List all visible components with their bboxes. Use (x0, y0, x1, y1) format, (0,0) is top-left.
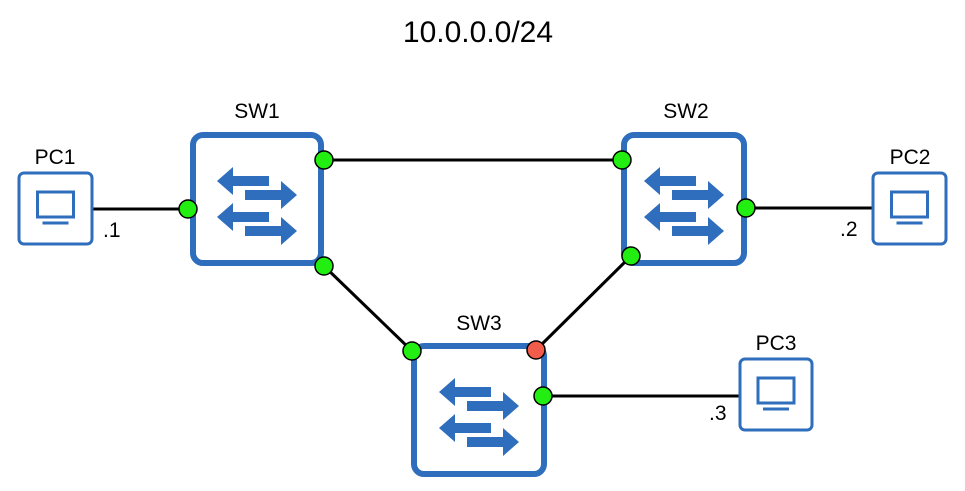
port-sw1-to-sw2[interactable] (314, 150, 334, 170)
switch-sw3[interactable]: SW3 (411, 312, 547, 477)
port-sw2-to-pc2[interactable] (736, 198, 756, 218)
pc-label: PC3 (756, 332, 797, 355)
port-sw1-to-pc1[interactable] (178, 199, 198, 219)
port-sw2-to-sw3[interactable] (621, 246, 641, 266)
pc-label: PC2 (890, 146, 931, 169)
ip-label-pc1: .1 (103, 219, 121, 242)
switch-label: SW3 (456, 312, 502, 335)
port-sw2-to-sw1[interactable] (612, 150, 632, 170)
ports (178, 150, 756, 406)
pc-label: PC1 (35, 146, 76, 169)
ip-label-pc3: .3 (709, 402, 727, 425)
link-sw2-sw3 (534, 254, 633, 352)
port-sw1-to-sw3[interactable] (314, 256, 334, 276)
switch-sw1[interactable]: SW1 (190, 100, 324, 266)
port-sw3-to-sw1[interactable] (402, 341, 422, 361)
switch-label: SW1 (234, 100, 280, 123)
port-sw3-to-sw2-blocked[interactable] (526, 340, 546, 360)
pc-pc1[interactable]: PC1 (17, 146, 94, 246)
links (93, 158, 873, 398)
port-sw3-to-pc3[interactable] (533, 386, 553, 406)
switch-label: SW2 (663, 100, 709, 123)
pc-pc2[interactable]: PC2 (871, 146, 948, 246)
ip-label-pc2: .2 (840, 218, 858, 241)
switch-sw2[interactable]: SW2 (621, 100, 747, 266)
link-sw1-sw3 (322, 264, 414, 353)
pc-pc3[interactable]: PC3 (738, 332, 814, 432)
diagram-title: 10.0.0.0/24 (403, 16, 553, 49)
